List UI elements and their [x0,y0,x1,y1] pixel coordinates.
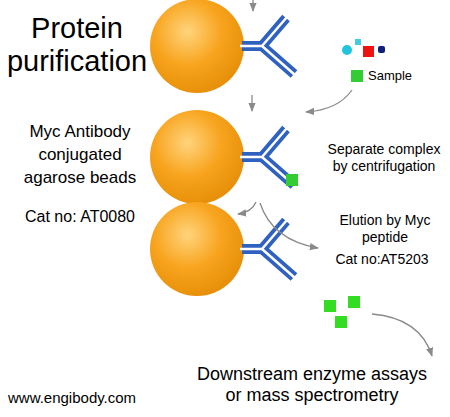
eluted-protein [348,296,360,308]
eluted-protein [335,316,347,328]
bead-label: Myc Antibody conjugated agarose beads [15,120,145,189]
flow-arrow [372,314,432,356]
catalog-number: Cat no: AT0080 [5,207,155,227]
antibody [240,220,295,278]
step-label: Elution by Myc peptide [330,212,440,246]
agarose-bead [150,110,244,204]
flow-arrow [238,202,256,214]
flow-arrow [251,95,252,111]
sample-particle [378,46,385,53]
antibody [240,17,295,75]
agarose-bead [150,202,244,296]
sample-label: Sample [368,68,428,84]
sample-particle [342,45,352,55]
sample-particle [351,70,363,82]
downstream-label: Downstream enzyme assays or mass spectro… [192,364,432,406]
title: Protein purification [2,12,152,78]
target-protein [286,174,298,186]
flow-arrow [306,90,352,112]
website: www.engibody.com [8,389,178,407]
catalog-number: Cat no:AT5203 [317,251,447,268]
step-label: Separate complex by centrifugation [324,141,444,175]
agarose-bead [150,0,244,93]
eluted-protein [324,300,336,312]
flow-arrow [260,203,318,248]
sample-particle [363,46,374,57]
flow-arrow [252,0,253,11]
sample-particle [355,39,361,45]
